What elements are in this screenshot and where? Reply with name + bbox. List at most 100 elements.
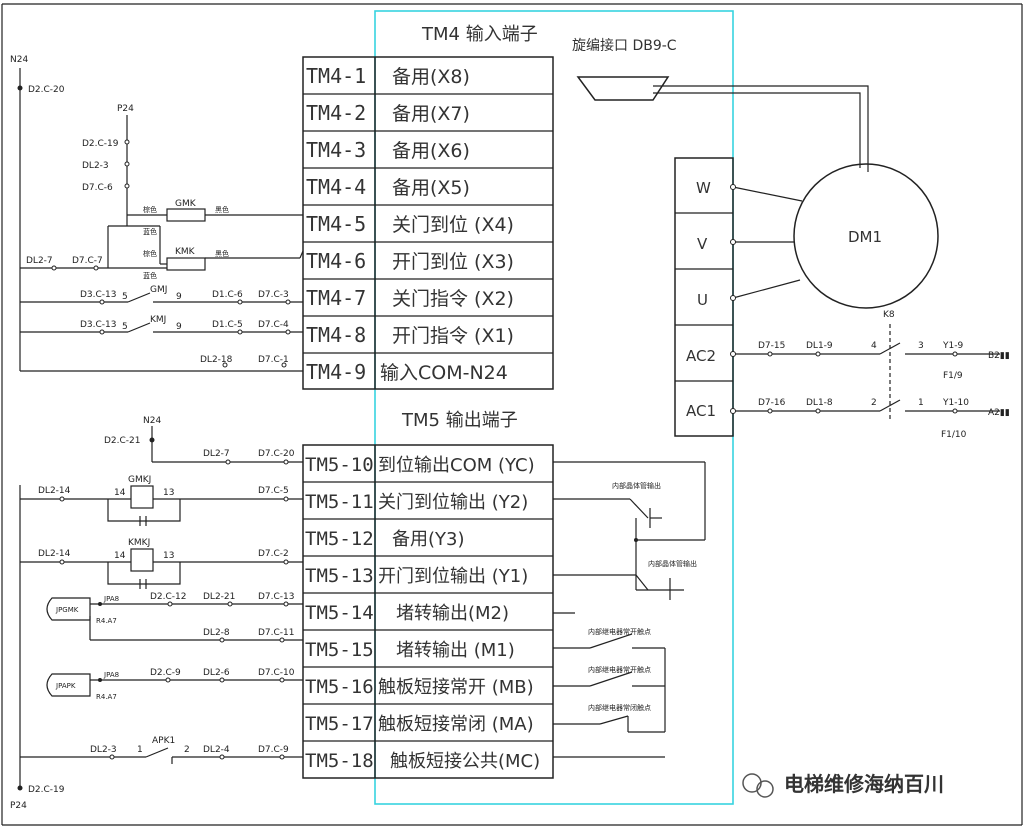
wire-label: DL2-7 [203, 449, 230, 459]
tm4-desc: 开门指令 (X1) [392, 325, 514, 347]
wire-label: D7.C-13 [258, 592, 295, 602]
wire-label: R4.A7 [96, 693, 117, 701]
wire-label: DL2-18 [200, 355, 233, 365]
tm5-desc: 堵转输出 (M1) [396, 640, 515, 661]
wire-label: 1 [918, 398, 924, 408]
tm4-term: TM4-2 [306, 101, 366, 125]
n24-label: N24 [10, 55, 28, 65]
tm4-term: TM4-9 [306, 360, 366, 384]
tm5-term: TM5-15 [305, 639, 374, 661]
motor-label: DM1 [848, 228, 882, 246]
wire-color: 黑色 [215, 249, 229, 258]
device-label: JPGMK [55, 606, 79, 614]
wire-label: 5 [122, 322, 128, 332]
tm4-header: TM4 输入端子 [421, 24, 538, 45]
wire-label: JPA8 [103, 595, 119, 603]
tm5-term: TM5-17 [305, 713, 374, 735]
wire-label: D7.C-10 [258, 668, 295, 678]
wire-label: 2 [184, 745, 190, 755]
left-input-wiring [17, 68, 304, 372]
note: 内部晶体管输出 [612, 481, 661, 490]
wire-label: D2.C-19 [82, 139, 119, 149]
tm5-term: TM5-11 [305, 491, 374, 513]
wire-label: D7.C-3 [258, 290, 289, 300]
tm5-desc: 备用(Y3) [392, 529, 465, 550]
wire-label: D7.C-20 [258, 449, 295, 459]
wire-label: D1.C-6 [212, 290, 243, 300]
tm4-term: TM4-4 [306, 175, 366, 199]
wire-label: D2.C-20 [28, 85, 65, 95]
wire-label: 5 [122, 292, 128, 302]
wire-label: 2 [871, 398, 877, 408]
wire-label: JPA8 [103, 671, 119, 679]
wire-label: D3.C-13 [80, 290, 117, 300]
n24-label: N24 [143, 416, 161, 426]
tm5-header: TM5 输出端子 [401, 410, 518, 431]
note: 内部继电器常闭触点 [588, 703, 651, 712]
wire-label: DL1-9 [806, 341, 833, 351]
tm4-desc: 关门到位 (X4) [392, 214, 514, 236]
tm4-term: TM4-8 [306, 323, 366, 347]
watermark-text: 电梯维修海纳百川 [784, 772, 944, 796]
wire-label: DL2-6 [203, 668, 230, 678]
tm4-terminal-table [302, 56, 554, 390]
wire-label: DL2-14 [38, 549, 71, 559]
p24-label: P24 [10, 801, 27, 811]
relay-label: KMJ [150, 315, 166, 325]
tm5-terminal-table [302, 444, 554, 779]
wire-label: DL2-7 [26, 256, 53, 266]
tm4-rows: TM4-1 备用(X8) TM4-2 备用(X7) TM4-3 备用(X6) T… [306, 64, 514, 384]
wire-label: DL2-4 [203, 745, 230, 755]
tm4-desc: 开门到位 (X3) [392, 251, 514, 273]
tm5-term: TM5-18 [305, 750, 374, 772]
wire-label: D3.C-13 [80, 320, 117, 330]
wire-label: 13 [163, 488, 174, 498]
wire-label: 4 [871, 341, 877, 351]
wire-label: A2▮▮ [988, 408, 1010, 418]
wire-label: B2▮▮ [988, 351, 1010, 361]
relay-label: GMJ [150, 285, 167, 295]
tm5-desc: 触板短接常闭 (MA) [378, 714, 534, 735]
wire-label: 9 [176, 292, 182, 302]
wire-label: 14 [114, 488, 126, 498]
terminal-v: V [697, 235, 708, 253]
wire-label: F1/10 [941, 430, 967, 440]
tm5-term: TM5-13 [305, 565, 374, 587]
wire-label: D7.C-9 [258, 745, 289, 755]
power-circuit [730, 324, 1000, 420]
note: 内部晶体管输出 [648, 559, 697, 568]
tm5-desc: 到位输出COM (YC) [378, 455, 535, 476]
wire-label: 3 [918, 341, 924, 351]
wire-color: 蓝色 [143, 271, 157, 280]
tm4-term: TM4-7 [306, 286, 366, 310]
wire-label: 13 [163, 551, 174, 561]
tm4-term: TM4-5 [306, 212, 366, 236]
wire-label: D7-16 [758, 398, 786, 408]
relay-label: APK1 [152, 736, 175, 746]
wire-color: 棕色 [143, 205, 157, 214]
tm4-term: TM4-6 [306, 249, 366, 273]
p24-label: P24 [117, 104, 134, 114]
tm5-desc: 触板短接公共(MC) [390, 751, 540, 772]
wire-label: D7.C-6 [82, 183, 113, 193]
relay-label: KMKJ [128, 538, 150, 548]
terminal-ac1: AC1 [686, 402, 716, 420]
wire-label: DL2-21 [203, 592, 235, 602]
tm5-term: TM5-14 [305, 602, 374, 624]
note: 内部继电器常开触点 [588, 627, 651, 636]
tm4-term: TM4-3 [306, 138, 366, 162]
tm5-desc: 关门到位输出 (Y2) [378, 492, 528, 513]
wire-label: F1/9 [943, 371, 963, 381]
wire-label: DL2-8 [203, 628, 230, 638]
wire-color: 棕色 [143, 249, 157, 258]
k8-label: K8 [883, 310, 895, 320]
wire-label: D7.C-2 [258, 549, 289, 559]
wire-label: DL1-8 [806, 398, 833, 408]
sensor-label: GMK [175, 199, 197, 209]
tm5-desc: 开门到位输出 (Y1) [378, 566, 528, 587]
tm5-desc: 堵转输出(M2) [396, 603, 509, 624]
tm4-desc: 关门指令 (X2) [392, 288, 514, 310]
tm5-term: TM5-10 [305, 454, 374, 476]
wire-label: Y1-9 [942, 341, 963, 351]
